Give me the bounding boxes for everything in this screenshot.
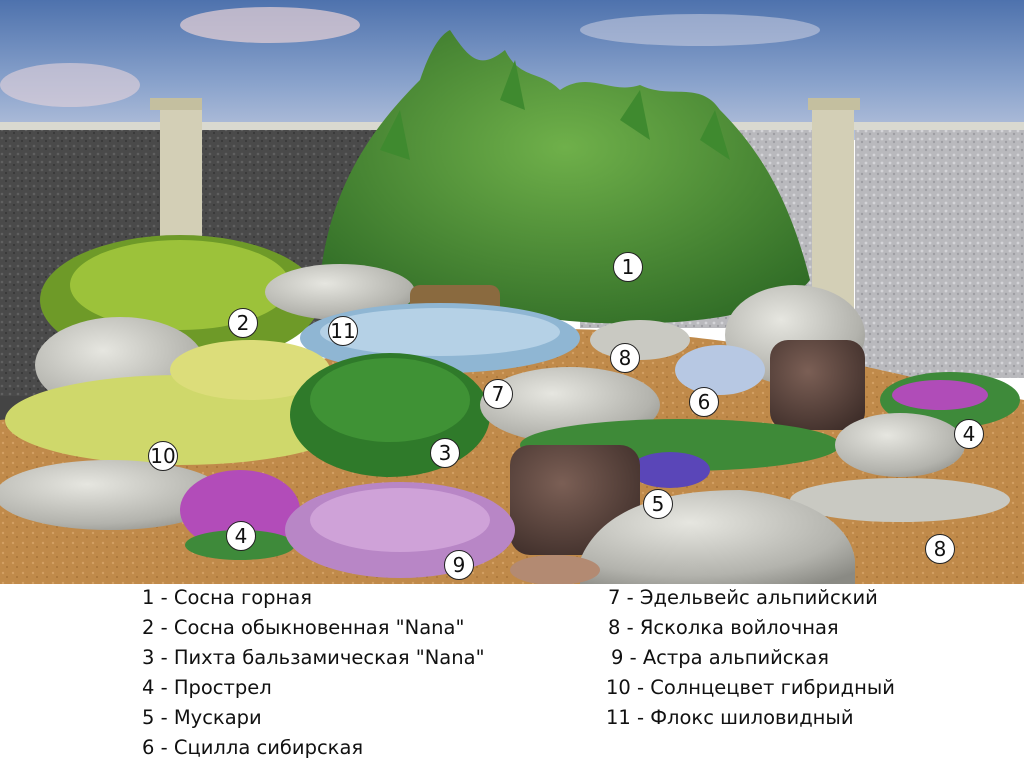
marker-4-right: 4 xyxy=(954,419,984,449)
marker-9: 9 xyxy=(444,550,474,580)
marker-1: 1 xyxy=(613,252,643,282)
marker-5: 5 xyxy=(643,489,673,519)
legend-item-3: 3 - Пихта бальзамическая "Nana" xyxy=(142,646,485,669)
legend-item-11: 11 - Флокс шиловидный xyxy=(606,706,854,729)
marker-11: 11 xyxy=(328,316,358,346)
legend-item-5: 5 - Мускари xyxy=(142,706,262,729)
rock-garden-illustration: 1 2 3 4 4 5 6 7 8 8 9 10 11 xyxy=(0,0,1024,584)
legend-item-9: 9 - Астра альпийская xyxy=(611,646,829,669)
marker-3: 3 xyxy=(430,438,460,468)
legend-item-1: 1 - Сосна горная xyxy=(142,586,312,609)
legend-item-6: 6 - Сцилла сибирская xyxy=(142,736,364,759)
legend-item-2: 2 - Сосна обыкновенная "Nana" xyxy=(142,616,465,639)
legend-item-4: 4 - Прострел xyxy=(142,676,272,699)
marker-8-bottom: 8 xyxy=(925,534,955,564)
marker-2: 2 xyxy=(228,308,258,338)
marker-10: 10 xyxy=(148,441,178,471)
marker-7: 7 xyxy=(483,379,513,409)
garden-scene xyxy=(0,0,1024,584)
legend-item-8: 8 - Ясколка войлочная xyxy=(608,616,839,639)
marker-4-left: 4 xyxy=(226,521,256,551)
marker-6: 6 xyxy=(689,387,719,417)
marker-8-top: 8 xyxy=(610,343,640,373)
plant-legend: 1 - Сосна горная 2 - Сосна обыкновенная … xyxy=(0,584,1024,760)
legend-item-10: 10 - Солнцецвет гибридный xyxy=(606,676,895,699)
legend-item-7: 7 - Эдельвейс альпийский xyxy=(608,586,878,609)
